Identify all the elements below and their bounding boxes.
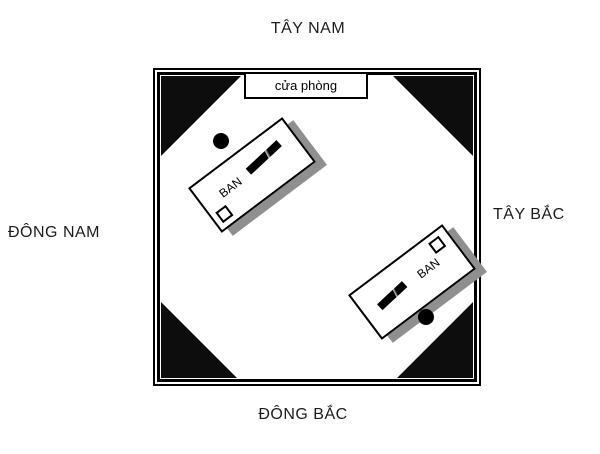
compass-label-bottom: ĐÔNG BẮC — [258, 406, 348, 423]
room-outer-wall: cửa phòng BAN BAN — [153, 68, 481, 386]
compass-label-top: TÂY NAM — [270, 20, 346, 37]
room-inner-wall: cửa phòng BAN BAN — [157, 72, 477, 382]
compass-label-right: TÂY BẮC — [493, 206, 565, 223]
desk-2-chair-marker — [428, 235, 447, 254]
corner-triangle-top-right — [393, 76, 473, 156]
desk-2-label: BAN — [414, 255, 443, 282]
desk-1-object-icon — [245, 140, 282, 175]
corner-triangle-bottom-left — [161, 302, 237, 378]
person-dot-desk-2 — [418, 309, 434, 325]
person-dot-desk-1 — [213, 133, 229, 149]
desk-2-object-icon — [377, 281, 408, 311]
room-door: cửa phòng — [244, 72, 368, 99]
desk-1: BAN — [188, 117, 316, 233]
door-label: cửa phòng — [274, 78, 338, 93]
compass-label-left: ĐÔNG NAM — [8, 224, 100, 241]
desk-1-label: BAN — [216, 174, 245, 201]
corner-triangle-top-left — [161, 76, 241, 156]
desk-1-chair-marker — [215, 204, 234, 224]
